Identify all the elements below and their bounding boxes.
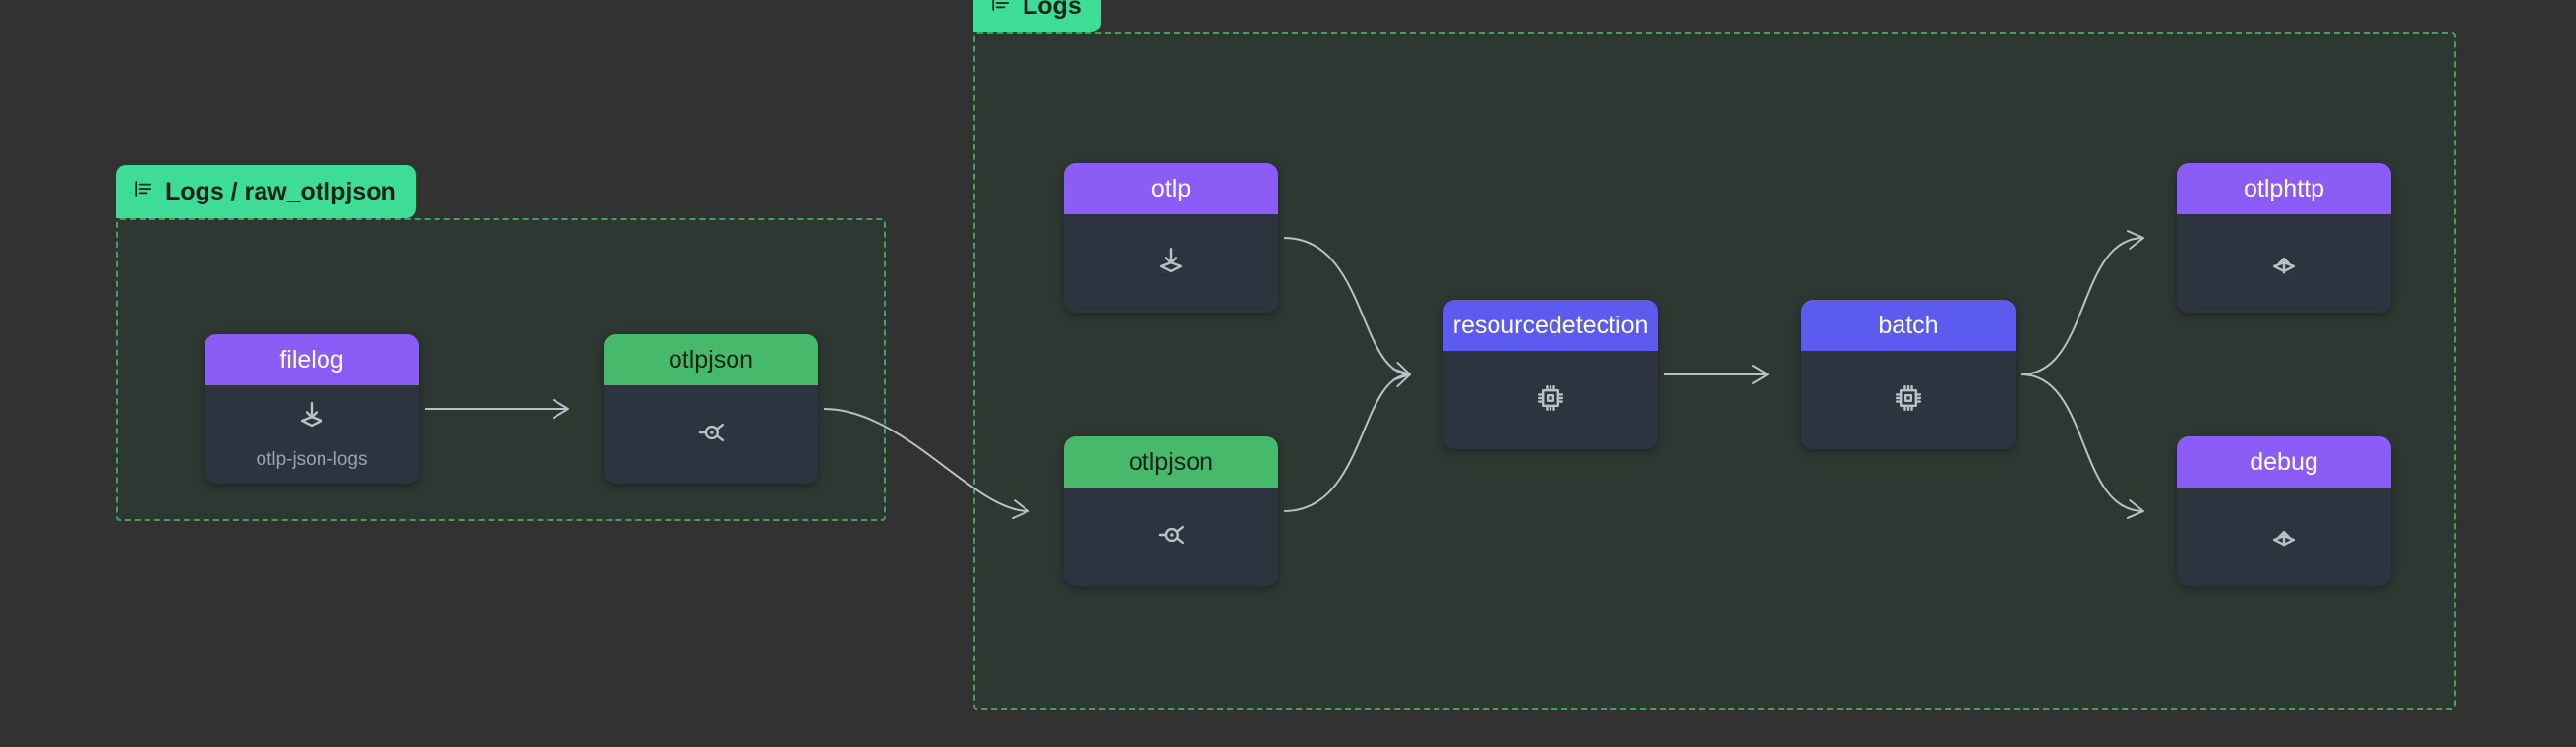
node-header-connector: otlpjson (604, 334, 818, 385)
node-subtitle: otlp-json-logs (256, 448, 368, 470)
connector-icon (694, 416, 728, 454)
node-body (2177, 488, 2391, 586)
node-body (604, 385, 818, 484)
cpu-chip-icon (1892, 381, 1925, 420)
node-body (1064, 214, 1278, 313)
node-header-connector: otlpjson (1064, 436, 1278, 488)
node-otlp[interactable]: otlp (1064, 163, 1278, 313)
node-filelog[interactable]: filelog otlp-json-logs (205, 334, 419, 484)
connector-icon (1154, 518, 1188, 556)
node-otlpjson-raw[interactable]: otlpjson (604, 334, 818, 484)
pipeline-group-badge-pipeline-logs-raw-otlpjson[interactable]: Logs / raw_otlpjson (116, 165, 416, 218)
node-debug[interactable]: debug (2177, 436, 2391, 586)
export-upload-icon (2267, 518, 2301, 556)
list-tree-icon (989, 0, 1013, 22)
node-header-exporter: otlphttp (2177, 163, 2391, 214)
node-body (1064, 488, 1278, 586)
pipeline-group-badge-pipeline-logs[interactable]: Logs (973, 0, 1101, 32)
node-body (1443, 351, 1658, 449)
pipeline-group-label: Logs / raw_otlpjson (165, 177, 396, 205)
export-upload-icon (2267, 245, 2301, 283)
node-body (1801, 351, 2016, 449)
node-batch[interactable]: batch (1801, 300, 2016, 449)
node-header-exporter: debug (2177, 436, 2391, 488)
pipeline-group-pipeline-logs[interactable] (973, 32, 2456, 710)
node-otlpjson-logs[interactable]: otlpjson (1064, 436, 1278, 586)
import-download-icon (295, 399, 328, 437)
import-download-icon (1154, 245, 1188, 283)
node-header-processor: resourcedetection (1443, 300, 1658, 351)
node-header-processor: batch (1801, 300, 2016, 351)
node-resourcedetection[interactable]: resourcedetection (1443, 300, 1658, 449)
list-tree-icon (132, 177, 155, 207)
node-header-receiver: otlp (1064, 163, 1278, 214)
node-otlphttp[interactable]: otlphttp (2177, 163, 2391, 313)
node-body: otlp-json-logs (205, 385, 419, 484)
node-header-receiver: filelog (205, 334, 419, 385)
node-body (2177, 214, 2391, 313)
pipeline-group-label: Logs (1023, 0, 1082, 20)
cpu-chip-icon (1534, 381, 1567, 420)
